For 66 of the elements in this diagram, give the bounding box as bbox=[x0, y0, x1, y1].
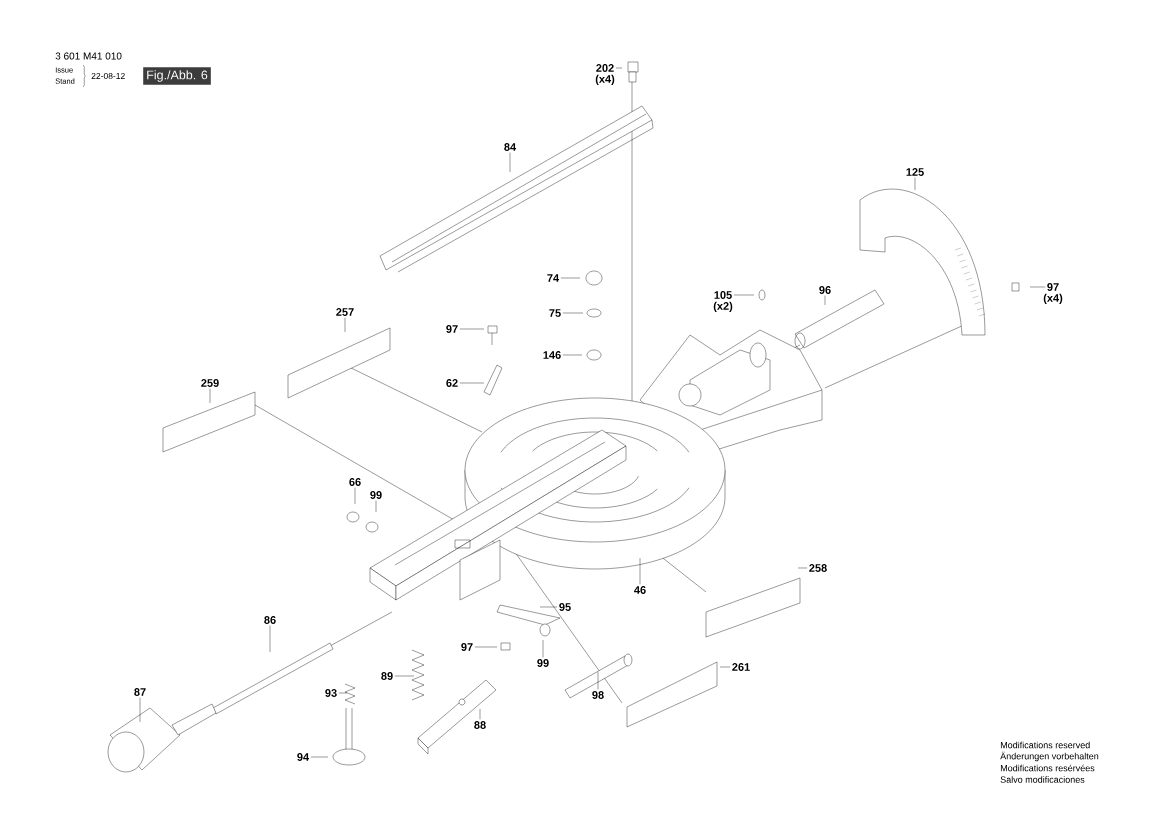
callout-number: 99 bbox=[370, 491, 382, 499]
leader-line bbox=[375, 500, 377, 513]
callout-number: 97 bbox=[446, 325, 458, 333]
callout-number: 99 bbox=[537, 659, 549, 667]
leader-line bbox=[639, 557, 641, 585]
notice-text: Änderungen vorbehalten bbox=[1000, 751, 1099, 762]
callout-number: 97 bbox=[461, 643, 473, 651]
callout-number: 105 bbox=[714, 291, 732, 299]
callout-number: 146 bbox=[543, 351, 561, 359]
notice-text: Modifications resérvées bbox=[1000, 764, 1095, 772]
leader-line bbox=[542, 639, 544, 658]
leader-line bbox=[269, 625, 271, 653]
callout-number: 86 bbox=[264, 616, 276, 624]
leader-line bbox=[394, 675, 415, 677]
leader-line bbox=[1029, 286, 1046, 288]
leader-line bbox=[344, 317, 346, 333]
leader-line bbox=[310, 756, 329, 758]
callout-number: 62 bbox=[446, 379, 458, 387]
leader-line bbox=[139, 697, 141, 723]
leader-line bbox=[459, 328, 485, 330]
leader-line bbox=[459, 382, 485, 384]
leader-line bbox=[474, 646, 498, 648]
quantity-label: (x4) bbox=[595, 74, 615, 86]
leader-line bbox=[209, 388, 211, 404]
callout-number: 259 bbox=[201, 379, 219, 387]
date: 22-08-12 bbox=[91, 73, 125, 79]
leader-line bbox=[824, 295, 826, 306]
notice-text: Modifications reserved bbox=[1000, 741, 1090, 749]
leader-line bbox=[733, 294, 755, 296]
callout-number: 98 bbox=[592, 691, 604, 699]
callout-number: 94 bbox=[297, 753, 310, 761]
callout-number: 88 bbox=[474, 721, 486, 729]
leader-line bbox=[797, 567, 808, 569]
leader-line bbox=[338, 692, 348, 694]
callout-number: 125 bbox=[906, 168, 924, 176]
leader-line bbox=[479, 708, 481, 720]
figure-label: Fig./Abb. 6 bbox=[143, 67, 211, 85]
callout-number: 202 bbox=[596, 64, 614, 72]
callout-number: 97 bbox=[1047, 283, 1059, 291]
part-number: 3 601 M41 010 bbox=[55, 52, 122, 60]
quantity-label: (x2) bbox=[713, 301, 733, 313]
notice-text: Salvo modificaciones bbox=[1000, 776, 1085, 783]
quantity-label: (x4) bbox=[1043, 293, 1063, 305]
callout-number: 93 bbox=[325, 689, 337, 697]
callout-number: 46 bbox=[634, 586, 646, 594]
callout-number: 258 bbox=[809, 564, 827, 572]
leader-line bbox=[509, 152, 511, 173]
callout-number: 257 bbox=[336, 308, 354, 316]
leader-line bbox=[562, 354, 583, 356]
leader-line bbox=[539, 606, 558, 608]
leader-line bbox=[560, 277, 581, 279]
leader-line bbox=[597, 671, 599, 690]
callout-number: 74 bbox=[547, 274, 560, 282]
leader-line bbox=[562, 312, 584, 314]
leader-line bbox=[615, 67, 623, 69]
callout-number: 84 bbox=[504, 143, 517, 151]
callout-number: 261 bbox=[732, 663, 750, 671]
callout-number: 96 bbox=[819, 286, 831, 294]
callout-number: 75 bbox=[549, 309, 561, 317]
leader-line bbox=[354, 487, 356, 505]
callout-number: 87 bbox=[134, 688, 146, 696]
callout-number: 89 bbox=[381, 672, 393, 680]
leader-line bbox=[719, 666, 731, 668]
callout-number: 95 bbox=[559, 603, 571, 611]
leader-line bbox=[914, 177, 916, 191]
callout-number: 66 bbox=[349, 478, 361, 486]
